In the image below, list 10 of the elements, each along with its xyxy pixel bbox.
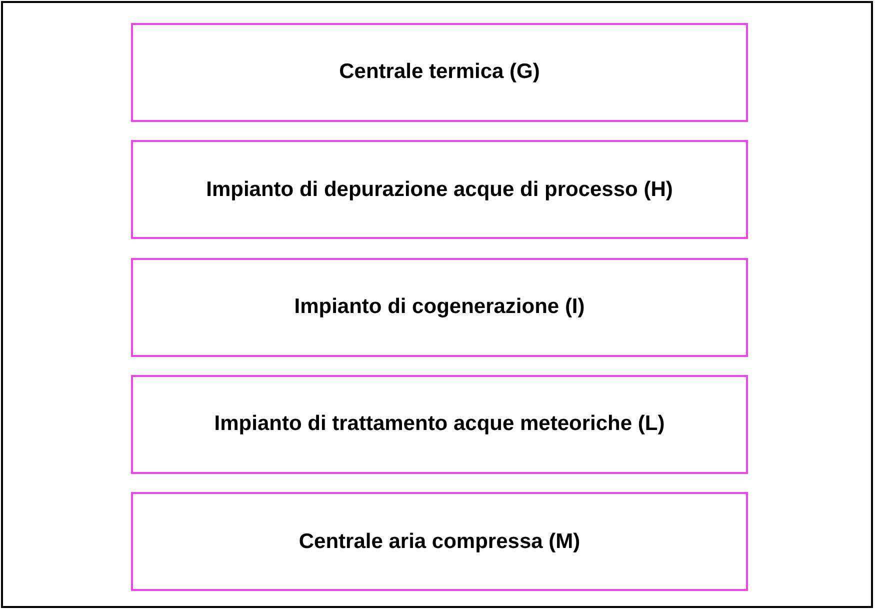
box-label: Centrale termica (G) xyxy=(339,59,540,86)
box-label: Impianto di trattamento acque meteoriche (L) xyxy=(214,411,665,438)
box-label: Impianto di depurazione acque di processo (H) xyxy=(206,176,673,203)
process-box xyxy=(131,374,748,474)
box-label: Centrale aria compressa (M) xyxy=(298,528,580,555)
process-box xyxy=(131,258,748,357)
box-label: Impianto di cogenerazione (I) xyxy=(294,294,585,320)
process-box xyxy=(131,492,748,592)
process-box xyxy=(131,140,748,240)
process-box xyxy=(131,23,748,122)
